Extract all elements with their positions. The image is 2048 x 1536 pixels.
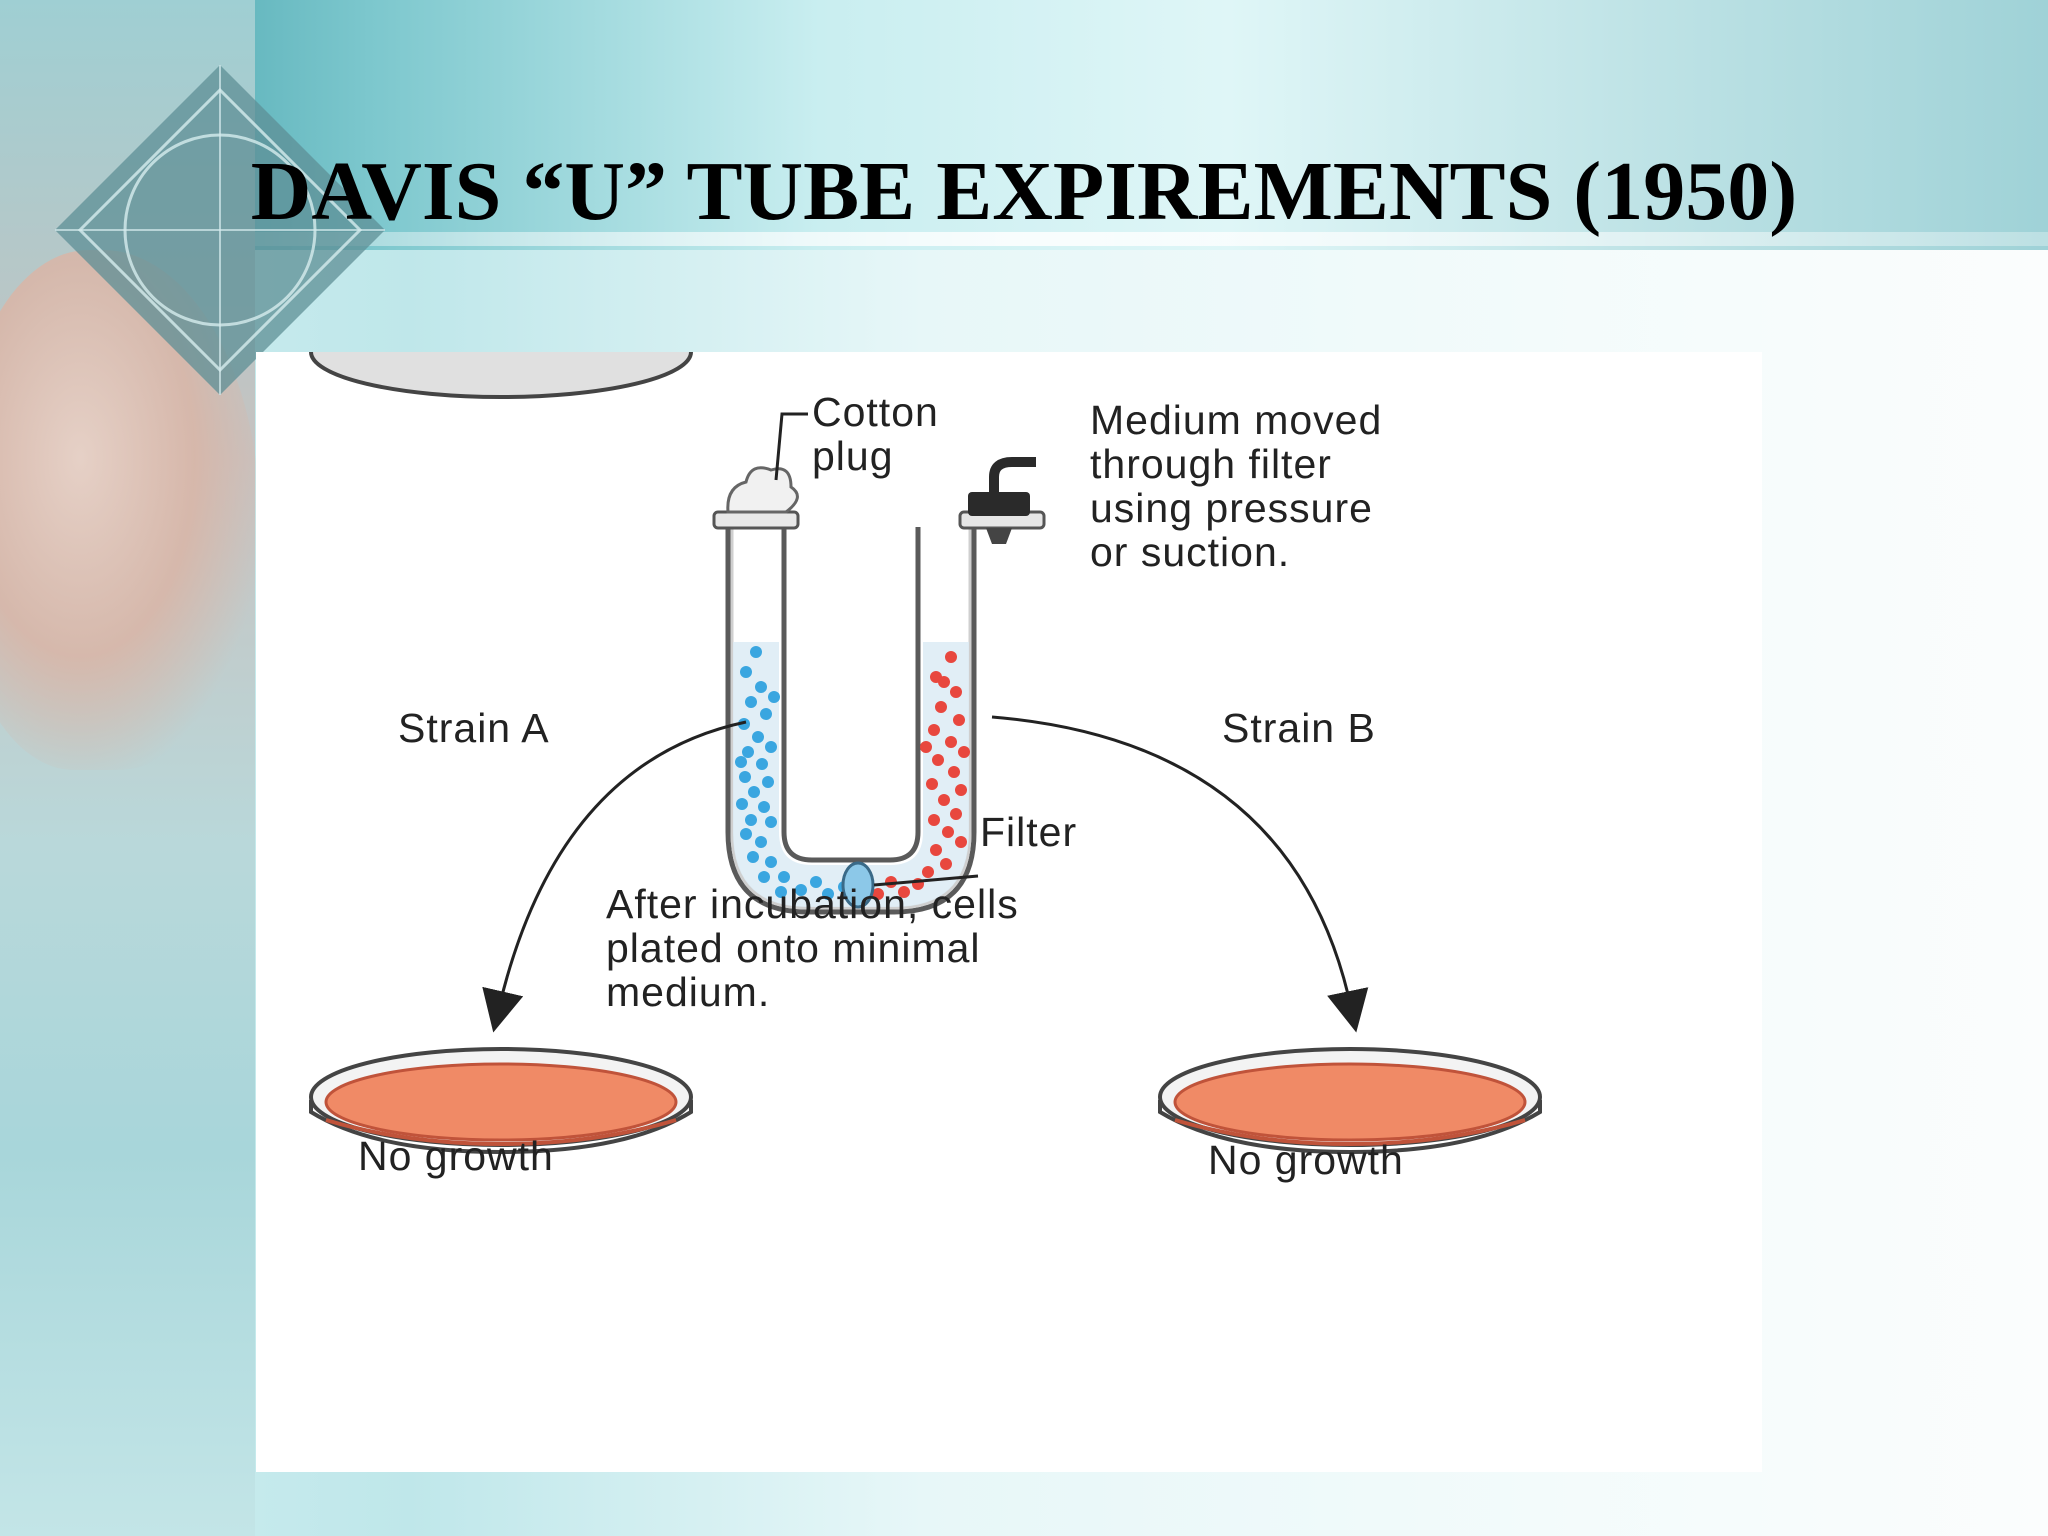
slide-title: DAVIS “U” TUBE EXPIREMENTS (1950) xyxy=(250,145,1798,238)
label-cotton-plug: Cotton plug xyxy=(812,389,939,479)
label-after-incubation: After incubation, cells plated onto mini… xyxy=(606,881,1019,1015)
petri-dish-right xyxy=(1158,1047,1542,1155)
strain-b-cells xyxy=(872,651,970,900)
u-tube-diagram xyxy=(309,352,1542,1155)
diamond-ornament-icon xyxy=(55,65,385,395)
filter-disc xyxy=(841,861,875,909)
label-no-growth-left: No growth xyxy=(358,1133,554,1179)
label-no-growth-right: No growth xyxy=(1208,1137,1404,1183)
cotton-plug-icon xyxy=(712,466,800,530)
petri-dish-left xyxy=(309,352,693,1155)
u-tube-glass xyxy=(725,527,977,915)
figure-panel: Cotton plug Medium moved through filter … xyxy=(256,352,1762,1472)
strain-a-cells xyxy=(735,646,850,900)
label-strain-b: Strain B xyxy=(1222,705,1376,751)
arrow-strain-b xyxy=(991,715,1369,1033)
header-band-highlight xyxy=(0,232,2048,246)
u-tube-liquid xyxy=(733,642,969,907)
label-filter: Filter xyxy=(980,809,1078,855)
label-strain-a: Strain A xyxy=(398,705,550,751)
stopper-icon xyxy=(958,457,1046,544)
arrow-strain-a xyxy=(482,720,747,1033)
label-medium-moved: Medium moved through filter using pressu… xyxy=(1090,397,1383,575)
